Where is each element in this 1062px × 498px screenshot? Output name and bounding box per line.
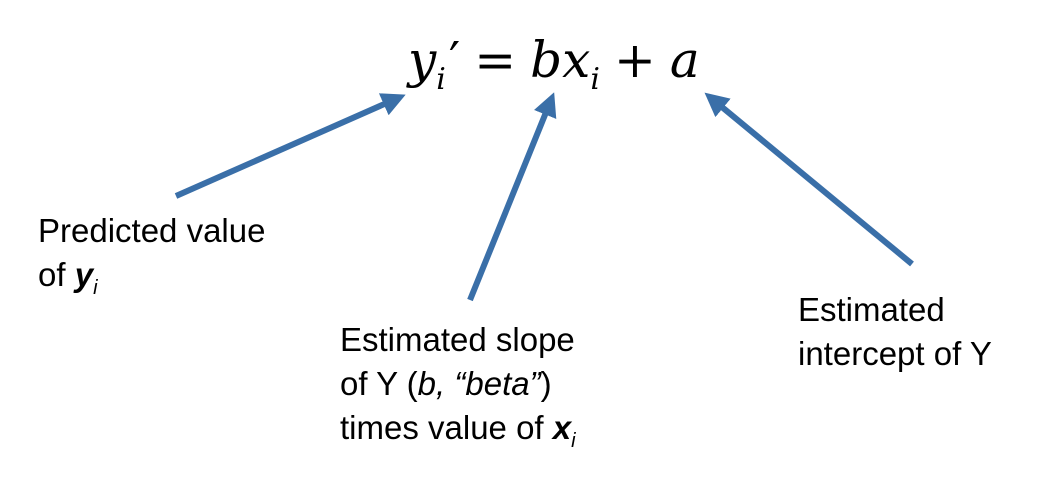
slope-times: times value of [340,409,553,446]
arrow-predicted [174,93,406,199]
predicted-line2: of yi [38,253,265,302]
eq-y-subscript: i [436,62,446,97]
eq-y: y [408,31,437,89]
slope-prefix: of Y ( [340,365,418,402]
slope-b: b, [417,365,446,402]
predicted-sub: i [93,277,98,299]
arrow-slope [467,92,557,302]
eq-prime: ′ [448,31,461,89]
predicted-var: y [74,256,94,293]
slope-line1: Estimated slope [340,321,575,358]
eq-a: a [669,31,700,89]
slope-suffix: ) [540,365,552,402]
eq-plus: + [613,31,656,89]
label-estimated-intercept: Estimated intercept of Y [798,288,992,376]
predicted-prefix: of [38,256,75,293]
slope-var: x [552,409,572,446]
regression-equation: yi′=bxi+a [408,30,700,98]
slope-sub: i [571,430,576,452]
intercept-line2: intercept of Y [798,335,992,372]
label-estimated-slope: Estimated slope of Y (b, “beta”) times v… [340,318,576,455]
predicted-line1: Predicted value [38,212,266,249]
label-predicted-value: Predicted value of yi [38,209,265,302]
arrow-intercept [704,92,914,267]
eq-b: b [530,31,563,89]
eq-x: x [562,31,591,89]
eq-x-subscript: i [590,62,600,97]
slope-line2: of Y (b, “beta”) [340,362,576,406]
slope-line3: times value of xi [340,406,576,455]
eq-equals: = [474,31,517,89]
intercept-line1: Estimated [798,291,945,328]
slope-beta: “beta” [454,365,541,402]
